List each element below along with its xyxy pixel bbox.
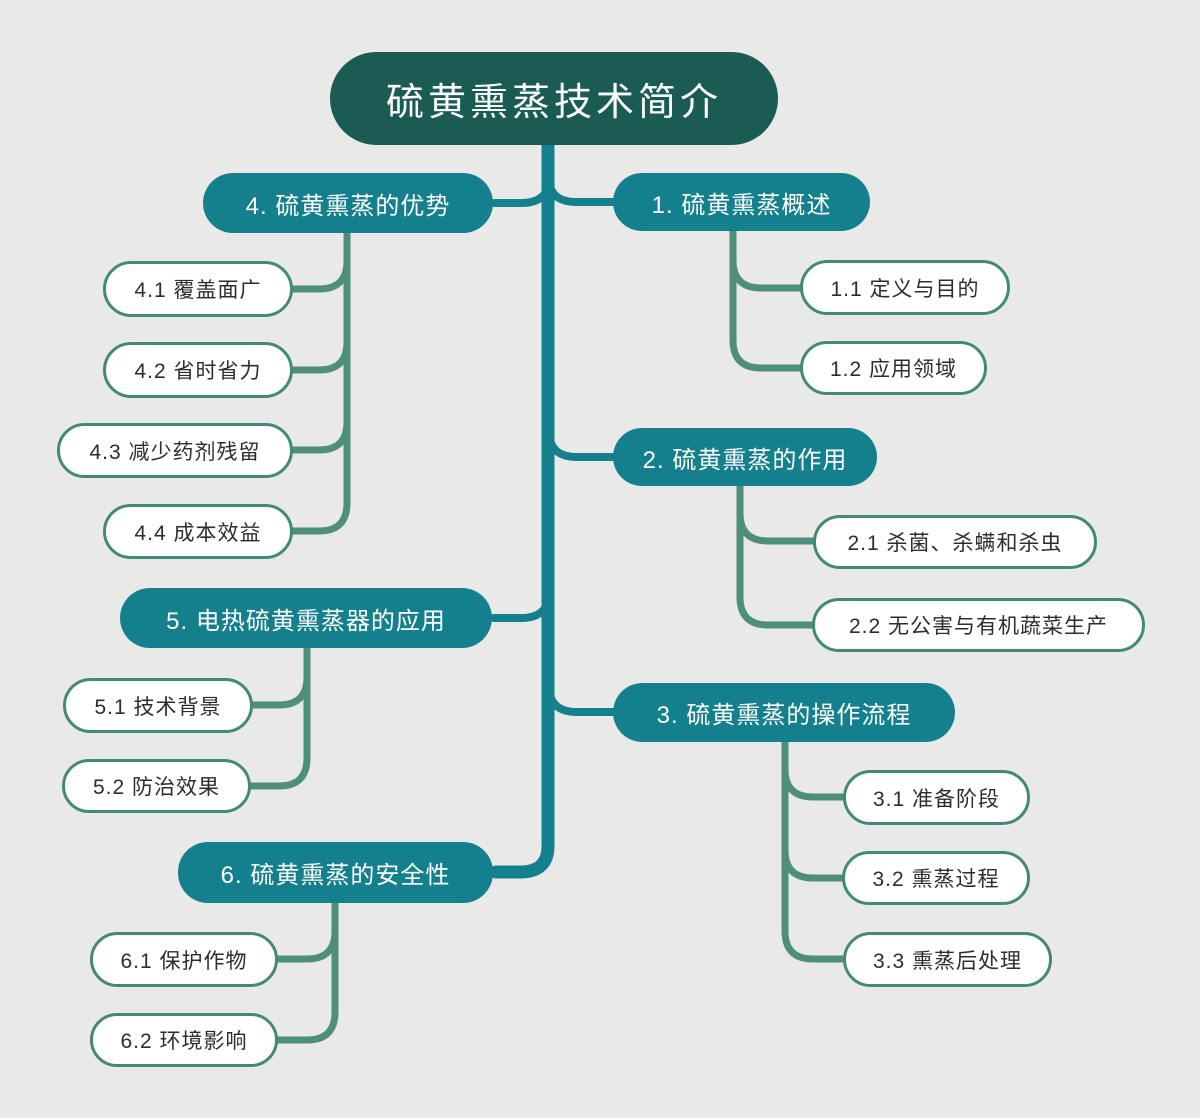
leaf-node-1-2[interactable]: 1.2 应用领域 (800, 341, 987, 395)
connector-leaf-2-1 (736, 480, 819, 545)
leaf-node-3-1[interactable]: 3.1 准备阶段 (843, 770, 1030, 825)
root-node[interactable]: 硫黄熏蒸技术简介 (330, 52, 778, 145)
connector-leaf-5-1 (247, 642, 311, 709)
leaf-node-4-2[interactable]: 4.2 省时省力 (103, 342, 293, 398)
connector-branch-3 (545, 682, 619, 716)
connector-leaf-3-3 (781, 736, 849, 963)
connector-leaf-5-2 (245, 642, 311, 790)
leaf-node-5-2[interactable]: 5.2 防治效果 (62, 759, 251, 813)
connector-branch-4 (491, 174, 553, 207)
leaf-node-4-1[interactable]: 4.1 覆盖面广 (103, 261, 293, 317)
branch-node-5[interactable]: 5. 电热硫黄熏蒸器的应用 (120, 588, 492, 648)
connector-leaf-1-2 (729, 225, 806, 372)
leaf-node-1-1[interactable]: 1.1 定义与目的 (800, 260, 1010, 315)
branch-node-6[interactable]: 6. 硫黄熏蒸的安全性 (178, 842, 493, 903)
branch-node-1[interactable]: 1. 硫黄熏蒸概述 (613, 173, 870, 231)
leaf-node-6-1[interactable]: 6.1 保护作物 (90, 932, 278, 987)
branch-node-2[interactable]: 2. 硫黄熏蒸的作用 (613, 428, 877, 486)
connector-leaf-1-1 (729, 225, 806, 292)
connector-leaf-4-4 (287, 227, 351, 535)
connector-branch-1 (545, 174, 619, 206)
leaf-node-6-2[interactable]: 6.2 环境影响 (90, 1013, 278, 1067)
branch-node-4[interactable]: 4. 硫黄熏蒸的优势 (203, 173, 493, 233)
connector-leaf-4-2 (287, 227, 351, 374)
leaf-node-5-1[interactable]: 5.1 技术背景 (63, 678, 253, 733)
connector-branch-2 (545, 427, 619, 461)
connector-leaf-6-2 (272, 897, 339, 1044)
leaf-node-4-3[interactable]: 4.3 减少药剂残留 (57, 423, 293, 478)
leaf-node-3-2[interactable]: 3.2 熏蒸过程 (842, 851, 1030, 905)
leaf-node-4-4[interactable]: 4.4 成本效益 (103, 504, 293, 559)
leaf-node-2-1[interactable]: 2.1 杀菌、杀螨和杀虫 (813, 515, 1097, 569)
connector-leaf-6-1 (272, 897, 339, 963)
leaf-node-3-3[interactable]: 3.3 熏蒸后处理 (843, 932, 1052, 987)
connector-leaf-4-3 (287, 227, 351, 454)
branch-node-3[interactable]: 3. 硫黄熏蒸的操作流程 (613, 683, 955, 742)
connector-leaf-3-1 (781, 736, 849, 801)
connector-leaf-3-2 (781, 736, 848, 882)
connector-leaf-2-2 (736, 480, 818, 629)
connector-main-trunk (489, 136, 555, 879)
connector-branch-5 (490, 588, 553, 622)
connector-leaf-4-1 (287, 227, 351, 293)
leaf-node-2-2[interactable]: 2.2 无公害与有机蔬菜生产 (812, 598, 1145, 652)
